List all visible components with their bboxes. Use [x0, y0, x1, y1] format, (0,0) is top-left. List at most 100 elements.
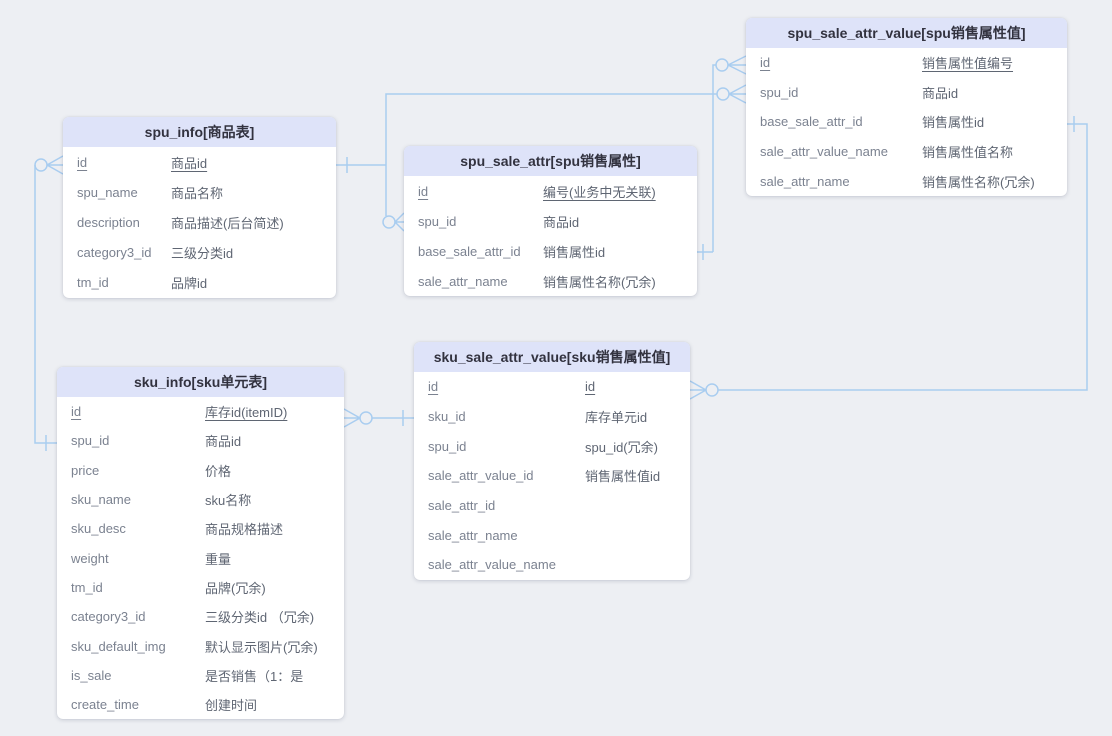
field-comment: 销售属性值名称 [922, 145, 1014, 161]
field-name: sale_attr_value_name [760, 144, 888, 160]
field-name: base_sale_attr_id [760, 114, 863, 130]
field-name: sale_attr_value_id [428, 468, 534, 484]
table-row: spu_id spu_id(冗余) [414, 431, 690, 461]
table-row: price 价格 [57, 456, 344, 485]
table-row: sku_desc 商品规格描述 [57, 514, 344, 543]
field-name: spu_id [71, 433, 110, 449]
field-comment: 销售属性名称(冗余) [543, 274, 656, 290]
field-name: id [71, 404, 82, 420]
table-row: weight 重量 [57, 543, 344, 572]
field-name: tm_id [77, 275, 109, 291]
table-row: description 商品描述(后台简述) [63, 207, 336, 237]
table-row: sale_attr_name 销售属性名称(冗余) [404, 266, 697, 296]
table-row: tm_id 品牌id [63, 268, 336, 298]
field-name: sale_attr_name [418, 273, 508, 289]
table-row: sale_attr_value_name 销售属性值名称 [746, 137, 1067, 167]
relation-sku_info-sku_sale_attr_value [343, 408, 414, 428]
field-comment: 重量 [205, 551, 232, 567]
field-name: category3_id [77, 245, 152, 261]
field-name: sku_desc [71, 521, 126, 537]
field-name: id [77, 154, 88, 170]
field-comment: 价格 [205, 463, 232, 479]
table-title: spu_sale_attr_value[spu销售属性值] [746, 18, 1067, 48]
field-comment: spu_id(冗余) [585, 439, 658, 455]
field-comment: 商品描述(后台简述) [171, 215, 284, 231]
field-comment: 创建时间 [205, 698, 258, 714]
field-comment: 库存单元id [585, 410, 648, 426]
table-row: sale_attr_name [414, 520, 690, 550]
field-name: sale_attr_value_name [428, 557, 556, 573]
table-spu_sale_attr[interactable]: spu_sale_attr[spu销售属性]id 编号(业务中无关联) spu_id… [404, 146, 697, 296]
field-comment: 默认显示图片(冗余) [205, 639, 318, 655]
table-row: sale_attr_name 销售属性名称(冗余) [746, 166, 1067, 196]
field-name: id [418, 183, 429, 199]
field-comment: 编号(业务中无关联) [543, 184, 656, 200]
field-comment: 商品id [922, 85, 959, 101]
table-title: sku_sale_attr_value[sku销售属性值] [414, 342, 690, 372]
table-title: spu_info[商品表] [63, 117, 336, 147]
field-name: id [760, 55, 771, 71]
table-row: spu_id 商品id [57, 426, 344, 455]
relation-spu_info-sku_info [34, 155, 64, 451]
table-sku_info[interactable]: sku_info[sku单元表]id 库存id(itemID) spu_id 商品id… [57, 367, 344, 720]
table-row: category3_id 三级分类id （冗余) [57, 602, 344, 631]
table-row: id 销售属性值编号 [746, 48, 1067, 78]
field-comment: 品牌id [171, 276, 208, 292]
table-spu_sale_attr_value[interactable]: spu_sale_attr_value[spu销售属性值]id 销售属性值编号 sp… [746, 18, 1067, 196]
field-name: description [77, 214, 140, 230]
field-name: spu_id [418, 213, 457, 229]
field-comment: 销售属性名称(冗余) [922, 174, 1035, 190]
field-name: category3_id [71, 609, 146, 625]
table-row: sale_attr_id [414, 491, 690, 521]
field-name: id [428, 379, 439, 395]
field-name: is_sale [71, 667, 112, 683]
field-name: sku_default_img [71, 638, 166, 654]
table-sku_sale_attr_value[interactable]: sku_sale_attr_value[sku销售属性值]id id sku_id 库… [414, 342, 690, 580]
table-row: sale_attr_value_name [414, 550, 690, 580]
table-row: spu_id 商品id [404, 206, 697, 236]
table-row: id 编号(业务中无关联) [404, 176, 697, 206]
table-title: sku_info[sku单元表] [57, 367, 344, 397]
field-name: sale_attr_name [760, 173, 850, 189]
field-comment: 销售属性id [543, 244, 606, 260]
field-comment: 库存id(itemID) [205, 405, 288, 421]
field-comment: 销售属性值id [585, 469, 661, 485]
table-title: spu_sale_attr[spu销售属性] [404, 146, 697, 176]
field-name: tm_id [71, 579, 103, 595]
table-row: is_sale 是否销售（1：是 [57, 661, 344, 690]
field-name: sku_name [71, 492, 131, 508]
field-comment: 销售属性值编号 [922, 56, 1014, 72]
field-comment: sku名称 [205, 493, 252, 509]
field-name: sku_id [428, 409, 466, 425]
field-comment: id [585, 379, 596, 395]
field-comment: 是否销售（1：是 [205, 668, 304, 684]
table-row: base_sale_attr_id 销售属性id [746, 107, 1067, 137]
field-name: spu_id [428, 438, 467, 454]
relation-spu_sale_attr-spu_sale_attr_value [697, 55, 747, 260]
field-comment: 商品id [205, 434, 242, 450]
field-name: weight [71, 550, 109, 566]
field-comment: 品牌(冗余) [205, 580, 266, 596]
field-name: sale_attr_id [428, 498, 496, 514]
field-comment: 销售属性id [922, 115, 985, 131]
field-name: price [71, 462, 100, 478]
table-row: id 库存id(itemID) [57, 397, 344, 426]
field-name: spu_name [77, 184, 138, 200]
field-comment: 商品id [543, 214, 580, 230]
table-row: sku_id 库存单元id [414, 402, 690, 432]
field-name: sale_attr_name [428, 527, 518, 543]
field-comment: 三级分类id （冗余) [205, 610, 315, 626]
relation-spu_info-spu_sale_attr [336, 84, 747, 232]
table-row: sku_name sku名称 [57, 485, 344, 514]
field-name: base_sale_attr_id [418, 243, 521, 259]
table-row: tm_id 品牌(冗余) [57, 573, 344, 602]
field-comment: 商品规格描述 [205, 522, 284, 538]
field-comment: 商品id [171, 155, 208, 171]
